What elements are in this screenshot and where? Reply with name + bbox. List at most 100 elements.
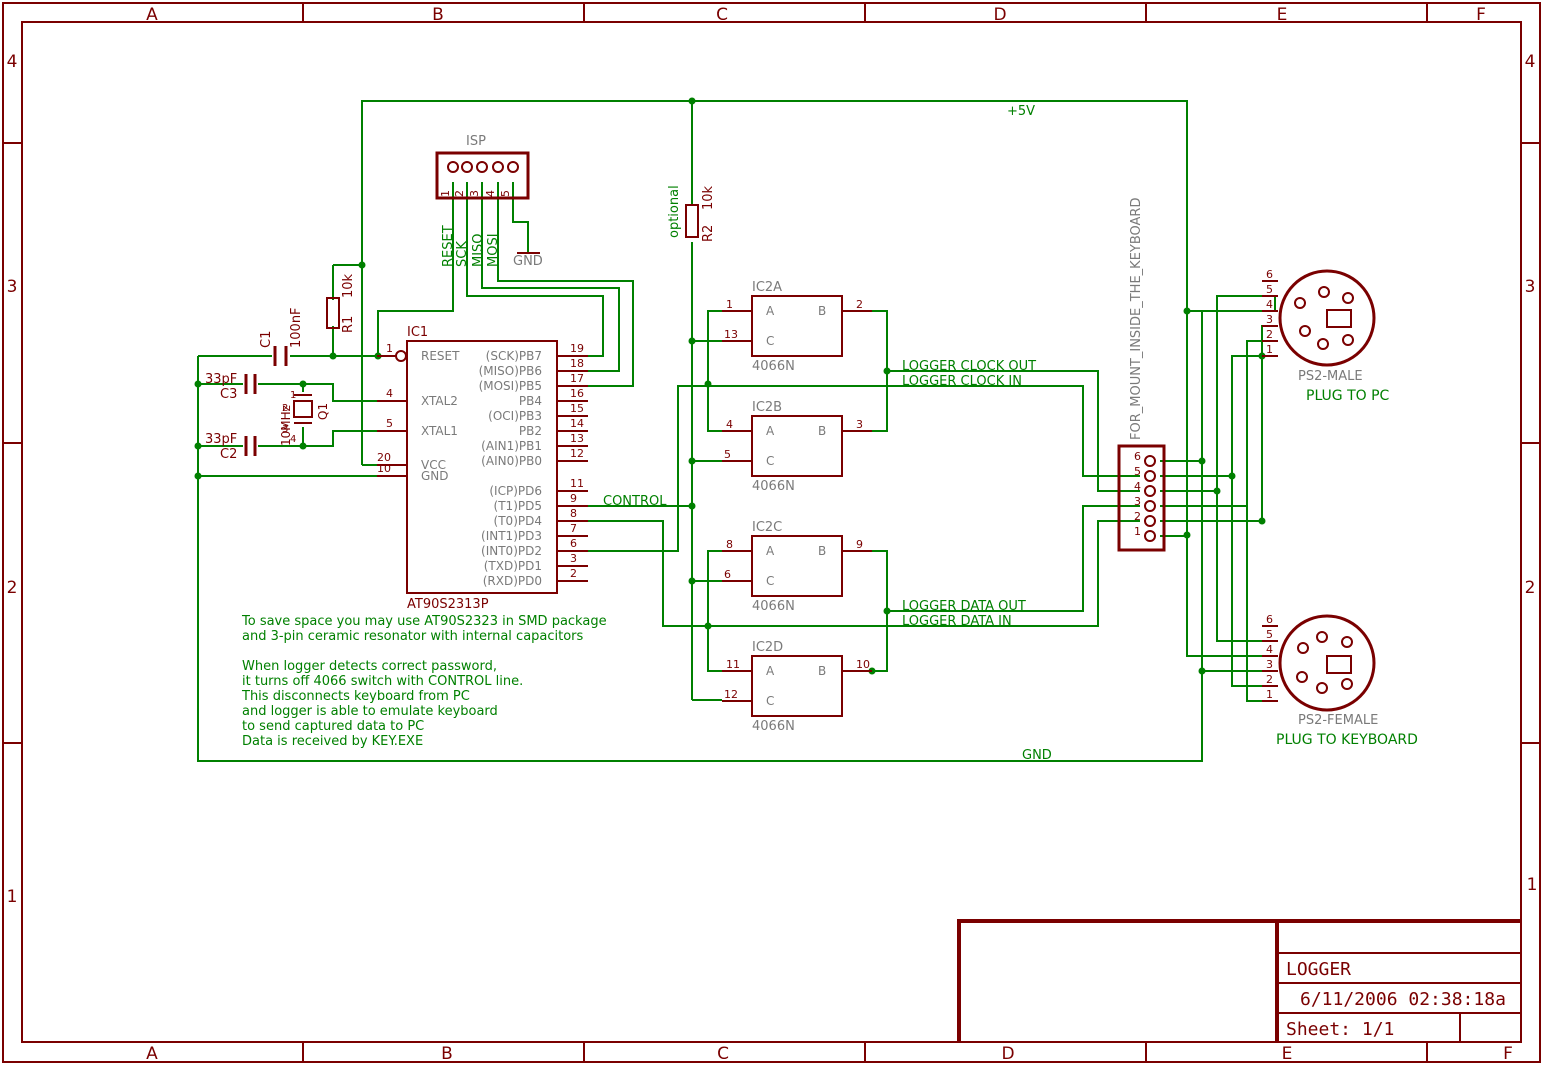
ic1-pin-number: 16 — [570, 387, 584, 400]
note-line: and logger is able to emulate keyboard — [242, 704, 498, 719]
ic1-pin-number: 8 — [570, 507, 577, 520]
row-label-4-left: 4 — [7, 52, 18, 72]
ic1-microcontroller: IC1 AT90S2313P 1RESET4XTAL25XTAL120VCC10… — [377, 325, 588, 612]
ic1-pin-number: 20 — [377, 451, 391, 464]
ps2-pin-number: 2 — [1266, 328, 1273, 341]
ic1-pin-number: 11 — [570, 477, 584, 490]
col-label-e-bottom: E — [1282, 1044, 1293, 1064]
switch-pin-a-number: 4 — [726, 418, 733, 431]
ic1-pin-label: PB4 — [519, 394, 542, 408]
switch-pin-b-number: 2 — [856, 298, 863, 311]
ic1-pin-label: (MISO)PB6 — [479, 364, 542, 378]
switch-pin-a-number: 11 — [726, 658, 740, 671]
q1-pin-3: 3 — [282, 424, 288, 435]
r2-name: R2 — [701, 225, 716, 242]
ps2-male-label: PLUG TO PC — [1306, 388, 1390, 404]
ic1-pin-number: 19 — [570, 342, 584, 355]
ic1-pin-number: 14 — [570, 417, 584, 430]
ic1-pin-label: (AIN1)PB1 — [481, 439, 542, 453]
capacitor-c3 — [244, 374, 257, 394]
isp-net-reset: RESET — [441, 225, 456, 267]
r2-note: optional — [667, 185, 682, 238]
isp-net-mosi: MOSI — [486, 233, 501, 267]
switch-pin-c-number: 13 — [724, 328, 738, 341]
col-label-b-bottom: B — [441, 1044, 453, 1064]
header-pin-number: 5 — [1134, 465, 1141, 478]
switch-name: IC2B — [752, 400, 782, 415]
resistor-r1: R1 10k — [326, 273, 356, 333]
switch-pin-b-label: B — [818, 424, 826, 438]
ic1-pin-label: (ICP)PD6 — [489, 484, 542, 498]
col-label-d-bottom: D — [1001, 1044, 1014, 1064]
design-notes: To save space you may use AT90S2323 in S… — [241, 614, 607, 749]
q1-pin-4: 4 — [290, 434, 296, 445]
ic1-pin-label: (INT0)PD2 — [481, 544, 542, 558]
header-pin — [1144, 530, 1156, 542]
ic1-pin-number: 7 — [570, 522, 577, 535]
ic1-pin-label: VCC — [421, 458, 446, 472]
switch-pin-c-label: C — [766, 454, 774, 468]
switch-pin-c-label: C — [766, 574, 774, 588]
ps2-female-name: PS2-FEMALE — [1298, 713, 1378, 728]
header-pin — [1144, 500, 1156, 512]
c3-value: 33pF — [205, 372, 237, 387]
ic1-pin-label: XTAL2 — [421, 394, 458, 408]
switch-name: IC2D — [752, 640, 783, 655]
ic1-pin-number: 15 — [570, 402, 584, 415]
switch-pin-c-number: 5 — [724, 448, 731, 461]
junctions — [194, 97, 1266, 675]
isp-pin-5: 5 — [499, 190, 512, 197]
control-net-label: CONTROL — [603, 494, 667, 509]
switch-name: IC2A — [752, 280, 782, 295]
isp-pin-4: 4 — [484, 190, 497, 197]
switch-part: 4066N — [752, 719, 795, 734]
capacitor-c1 — [273, 346, 288, 366]
col-label-b-top: B — [432, 5, 444, 25]
col-label-e-top: E — [1277, 5, 1288, 25]
ic1-name: IC1 — [407, 325, 428, 340]
clock-out-net-label: LOGGER CLOCK OUT — [902, 359, 1036, 374]
c3-name: C3 — [220, 387, 237, 402]
header-pin — [1144, 455, 1156, 467]
header-label: FOR_MOUNT_INSIDE_THE_KEYBOARD — [1129, 198, 1144, 440]
row-label-2-left: 2 — [7, 578, 18, 598]
isp-gnd-label: GND — [513, 254, 543, 269]
switch-pin-c-label: C — [766, 694, 774, 708]
ps2-pin-number: 4 — [1266, 643, 1273, 656]
ps2-pin-number: 3 — [1266, 658, 1273, 671]
ps2-pin-number: 1 — [1266, 688, 1273, 701]
c1-name: C1 — [259, 331, 274, 348]
isp-net-miso: MISO — [471, 233, 486, 267]
data-out-net-label: LOGGER DATA OUT — [902, 599, 1026, 614]
ic1-pin-label: (AIN0)PB0 — [481, 454, 542, 468]
title-block: LOGGER 6/11/2006 02:38:18a Sheet: 1/1 — [957, 919, 1521, 1042]
c1-value: 100nF — [289, 307, 304, 348]
ic1-pin-label: RESET — [421, 349, 460, 363]
c2-name: C2 — [220, 447, 237, 462]
frame-labels: A B C D E F A B C D E F 4 3 2 1 4 3 2 1 — [7, 5, 1538, 1064]
switch-pin-b-number: 9 — [856, 538, 863, 551]
gnd-net-label: GND — [1022, 748, 1052, 763]
switch-pin-b-number: 10 — [856, 658, 870, 671]
row-label-3-right: 3 — [1525, 277, 1536, 297]
ic1-pin-label: (T0)PD4 — [494, 514, 542, 528]
ic1-pin-number: 4 — [386, 387, 393, 400]
switch-pin-c-number: 12 — [724, 688, 738, 701]
isp-pin-1: 1 — [439, 190, 452, 197]
header-pin-number: 4 — [1134, 480, 1141, 493]
c2-value: 33pF — [205, 432, 237, 447]
note-line: This disconnects keyboard from PC — [241, 689, 470, 704]
ps2-pin-number: 6 — [1266, 268, 1273, 281]
header-pin-number: 2 — [1134, 510, 1141, 523]
header-pin-number: 3 — [1134, 495, 1141, 508]
note-line: and 3-pin ceramic resonator with interna… — [242, 629, 584, 644]
q1-name: Q1 — [316, 403, 330, 420]
r1-name: R1 — [341, 316, 356, 333]
